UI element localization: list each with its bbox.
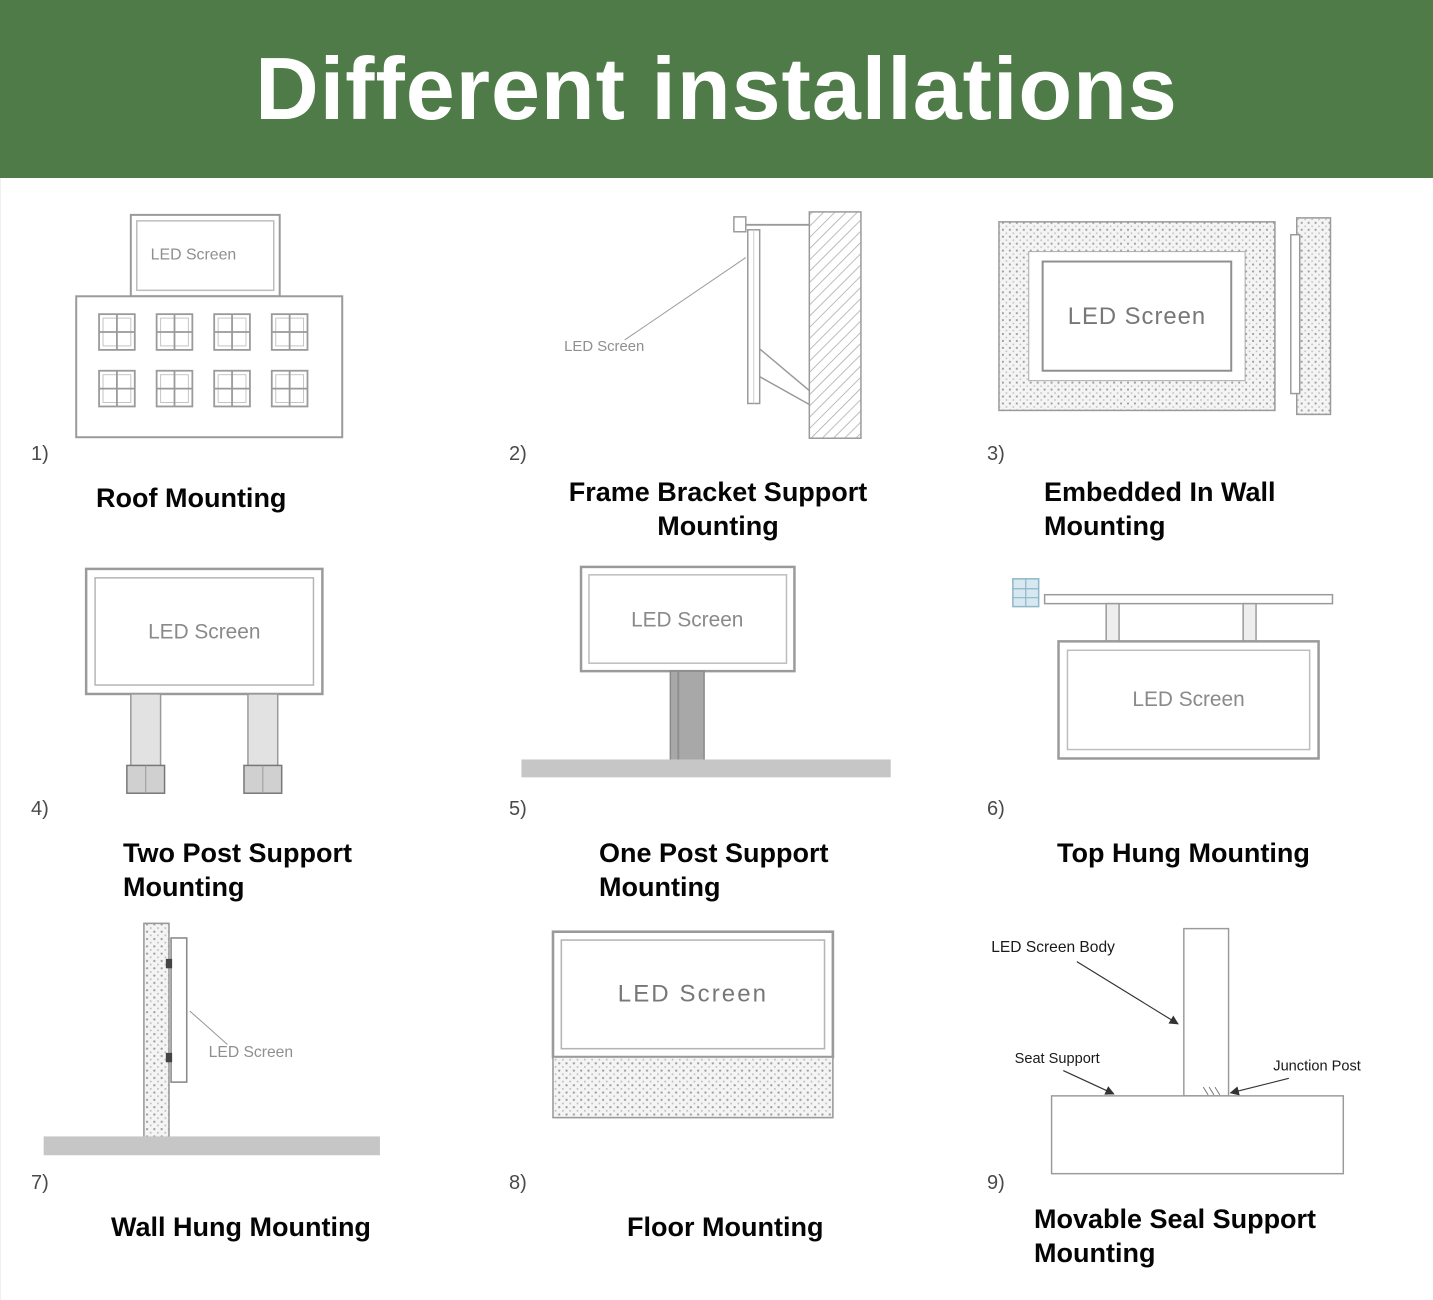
brace xyxy=(759,348,810,392)
figure-number: 9) xyxy=(987,1172,1005,1194)
wall-hung-diagram: LED Screen 7) xyxy=(1,915,479,1197)
post-right xyxy=(247,693,279,777)
installations-grid: LED Screen 1) Roof Mounting xyxy=(1,200,1433,1300)
wall-hung-svg: LED Screen xyxy=(43,922,380,1156)
led-screen-label: LED Screen xyxy=(1068,303,1206,330)
one-post-svg: LED Screen xyxy=(521,565,891,778)
led-screen-label: LED Screen xyxy=(564,339,644,355)
wall-post xyxy=(143,922,170,1144)
cell-frame-bracket: LED Screen 2) Frame Bracket Support Moun… xyxy=(479,200,957,555)
screen-body-label: LED Screen Body xyxy=(991,939,1115,956)
hanger-right xyxy=(1242,602,1257,643)
movable-seal-diagram: LED Screen Body Seat Support Junction Po… xyxy=(957,915,1433,1197)
roof-mounting-diagram: LED Screen 1) xyxy=(1,200,479,468)
led-screen-label: LED Screen xyxy=(209,1044,293,1061)
movable-seal-svg: LED Screen Body Seat Support Junction Po… xyxy=(991,927,1361,1175)
beam xyxy=(1043,593,1334,605)
caption-frame-bracket: Frame Bracket Support Mounting xyxy=(568,477,868,541)
cell-top-hung: LED Screen 6) Top Hung Mounting xyxy=(957,555,1433,915)
caption-embedded-in-wall: Embedded In Wall Mounting xyxy=(1044,477,1276,541)
figure-number: 5) xyxy=(509,798,527,820)
embedded-wall-diagram: LED Screen 3) xyxy=(957,200,1433,468)
page-title: Different installations xyxy=(255,39,1178,138)
wall-side-view xyxy=(1296,217,1332,416)
hanger-left xyxy=(1105,602,1120,643)
figure-number: 6) xyxy=(987,798,1005,820)
cell-roof-mounting: LED Screen 1) Roof Mounting xyxy=(1,200,479,555)
junction-post-label: Junction Post xyxy=(1273,1059,1361,1075)
led-screen-label: LED Screen xyxy=(631,608,743,631)
two-post-diagram: LED Screen 4) xyxy=(1,555,479,823)
figure-number: 4) xyxy=(31,798,49,820)
frame-bracket-svg: LED Screen xyxy=(564,211,862,439)
led-screen-label: LED Screen xyxy=(151,247,237,264)
seat-base xyxy=(1050,1095,1345,1175)
top-hung-diagram: LED Screen 6) xyxy=(957,555,1433,823)
cell-one-post: LED Screen 5) One Post Support Mounting xyxy=(479,555,957,915)
led-screen xyxy=(1041,260,1233,372)
cell-two-post: LED Screen 4) Two Post Support Mounting xyxy=(1,555,479,915)
content-area: LED Screen 1) Roof Mounting xyxy=(0,178,1433,1300)
frame-bracket-diagram: LED Screen 2) xyxy=(479,200,957,468)
floor-base xyxy=(552,1056,834,1119)
two-post-svg: LED Screen xyxy=(84,567,324,794)
top-hung-svg: LED Screen xyxy=(1012,578,1334,760)
led-screen xyxy=(170,937,188,1083)
figure-number: 2) xyxy=(509,443,527,465)
post xyxy=(669,670,705,764)
figure-number: 8) xyxy=(509,1172,527,1194)
figure-number: 7) xyxy=(31,1172,49,1194)
embedded-wall-svg: LED Screen xyxy=(998,217,1332,416)
ground xyxy=(43,1136,380,1156)
cell-movable-seal: LED Screen Body Seat Support Junction Po… xyxy=(957,915,1433,1300)
caption-two-post: Two Post Support Mounting xyxy=(123,838,352,902)
figure-number: 1) xyxy=(31,443,49,465)
wall xyxy=(808,211,862,439)
roof-mounting-svg: LED Screen xyxy=(75,213,344,439)
one-post-diagram: LED Screen 5) xyxy=(479,555,957,823)
header-banner: Different installations xyxy=(0,0,1433,178)
floor-mounting-diagram: LED Screen 8) xyxy=(479,915,957,1197)
caption-floor-mounting: Floor Mounting xyxy=(627,1212,824,1242)
cell-floor-mounting: LED Screen 8) Floor Mounting xyxy=(479,915,957,1300)
caption-roof-mounting: Roof Mounting xyxy=(96,483,287,513)
screen-body-column xyxy=(1183,927,1230,1097)
caption-movable-seal: Movable Seal Support Mounting xyxy=(1034,1204,1317,1268)
brace xyxy=(759,376,810,406)
figure-number: 3) xyxy=(987,443,1005,465)
cell-embedded-in-wall: LED Screen 3) Embedded In Wall Mounting xyxy=(957,200,1433,555)
post-left xyxy=(130,693,162,777)
led-screen-label: LED Screen xyxy=(1132,688,1244,711)
seat-support-label: Seat Support xyxy=(1015,1051,1100,1067)
ground xyxy=(521,759,891,778)
cell-wall-hung: LED Screen 7) Wall Hung Mounting xyxy=(1,915,479,1300)
floor-mounting-svg: LED Screen xyxy=(551,930,835,1119)
caption-wall-hung: Wall Hung Mounting xyxy=(111,1212,371,1242)
caption-top-hung: Top Hung Mounting xyxy=(1057,838,1310,868)
caption-one-post: One Post Support Mounting xyxy=(599,838,829,902)
led-screen-label: LED Screen xyxy=(148,620,260,643)
led-screen-label: LED Screen xyxy=(618,981,768,1008)
